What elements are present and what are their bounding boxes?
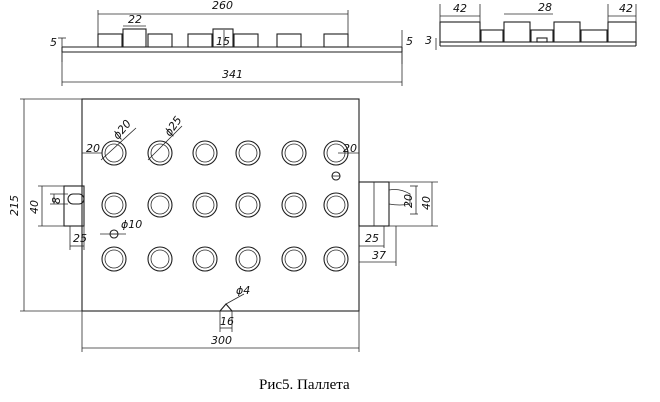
- hole-outer: [235, 140, 261, 166]
- dim-5-left: 5: [50, 36, 57, 49]
- figure-caption: Рис5. Паллета: [259, 377, 350, 393]
- plan-view: [20, 98, 438, 352]
- hole-outer: [147, 140, 173, 166]
- dim-slot-25: 25: [73, 232, 87, 245]
- dim-slot-8: 8: [50, 197, 63, 204]
- hole-inner: [195, 195, 215, 215]
- hole-outer: [101, 246, 127, 272]
- hole-grid: [101, 140, 349, 272]
- hole-inner: [104, 249, 124, 269]
- hole-inner: [195, 249, 215, 269]
- hole-outer: [192, 140, 218, 166]
- dim-handle-37: 37: [372, 249, 386, 262]
- hole-outer: [101, 140, 127, 166]
- dim-260: 260: [212, 0, 233, 12]
- dim-22: 22: [128, 13, 142, 26]
- hole-inner: [104, 195, 124, 215]
- hole-outer: [192, 246, 218, 272]
- dim-end-28: 28: [538, 1, 552, 14]
- hole-outer: [281, 192, 307, 218]
- dim-end-3: 3: [425, 34, 432, 47]
- hole-inner: [195, 143, 215, 163]
- dim-handle-25: 25: [365, 232, 379, 245]
- dim-corner-20-left: 20: [86, 142, 100, 155]
- dim-plate-300: 300: [211, 334, 232, 347]
- dim-notch-16: 16: [220, 315, 234, 328]
- dim-width-215: 215: [8, 195, 21, 216]
- side-view: [58, 10, 403, 86]
- dim-corner-20-right: 20: [343, 142, 357, 155]
- dim-hole-d20: ϕ20: [110, 117, 134, 142]
- hole-outer: [323, 192, 349, 218]
- dim-slot-40: 40: [28, 200, 41, 214]
- hole-outer: [235, 192, 261, 218]
- hole-outer: [235, 246, 261, 272]
- hole-inner: [150, 249, 170, 269]
- dim-341: 341: [222, 68, 243, 81]
- hole-outer: [192, 192, 218, 218]
- end-view: [435, 4, 637, 50]
- hole-outer: [323, 246, 349, 272]
- hole-inner: [326, 143, 346, 163]
- dim-notch-d4: ϕ4: [236, 284, 250, 297]
- dim-15: 15: [216, 35, 230, 48]
- hole-inner: [326, 249, 346, 269]
- hole-outer: [281, 246, 307, 272]
- dim-end-42-right: 42: [619, 2, 633, 15]
- hole-inner: [104, 143, 124, 163]
- dim-handle-40: 40: [420, 196, 433, 210]
- hole-inner: [284, 195, 304, 215]
- dim-5-right: 5: [406, 35, 413, 48]
- hole-outer: [281, 140, 307, 166]
- hole-inner: [284, 143, 304, 163]
- hole-outer: [101, 192, 127, 218]
- hole-outer: [147, 192, 173, 218]
- hole-inner: [238, 195, 258, 215]
- hole-inner: [238, 143, 258, 163]
- hole-inner: [238, 249, 258, 269]
- hole-inner: [284, 249, 304, 269]
- hole-inner: [326, 195, 346, 215]
- hole-inner: [150, 143, 170, 163]
- hole-outer: [147, 246, 173, 272]
- dim-end-42-left: 42: [453, 2, 467, 15]
- hole-inner: [150, 195, 170, 215]
- dim-pin-d10: ϕ10: [121, 218, 142, 231]
- dim-handle-20: 20: [402, 194, 415, 208]
- hole-outer: [323, 140, 349, 166]
